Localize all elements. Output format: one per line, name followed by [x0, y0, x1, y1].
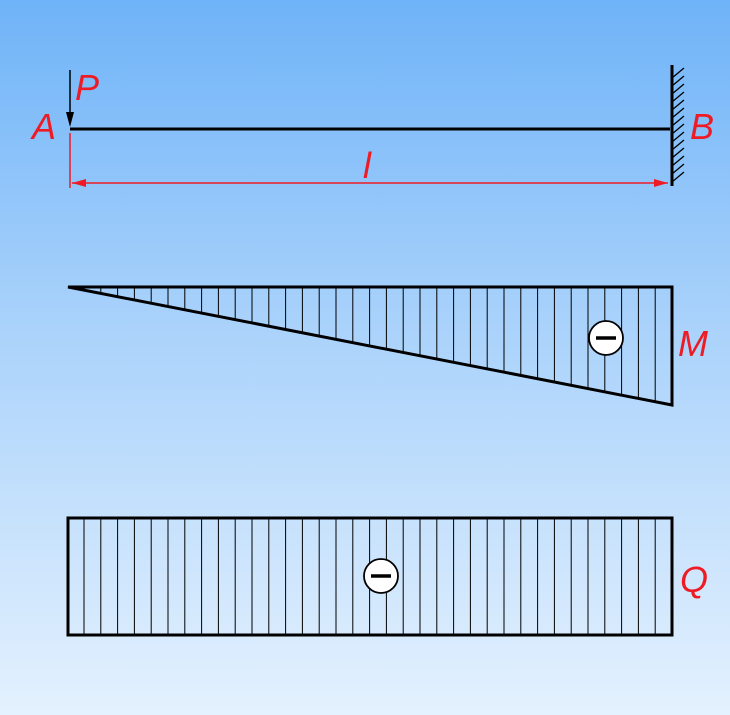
- load-arrow-icon: [66, 70, 74, 127]
- label-m: M: [678, 323, 708, 364]
- shear-outline: [66, 516, 674, 637]
- label-l: l: [363, 145, 372, 186]
- dimension-line: [69, 133, 668, 188]
- beam-schematic: A P B l: [30, 65, 714, 188]
- label-p: P: [75, 67, 99, 108]
- moment-sign-minus-icon: [588, 320, 624, 356]
- label-q: Q: [680, 559, 708, 600]
- shear-diagram: Q: [66, 516, 708, 637]
- shear-sign-minus-icon: [363, 558, 399, 594]
- fixed-support-icon: [670, 65, 685, 186]
- moment-diagram: M: [67, 285, 708, 407]
- moment-outline: [67, 285, 674, 407]
- label-a: A: [30, 106, 56, 147]
- label-b: B: [690, 106, 714, 147]
